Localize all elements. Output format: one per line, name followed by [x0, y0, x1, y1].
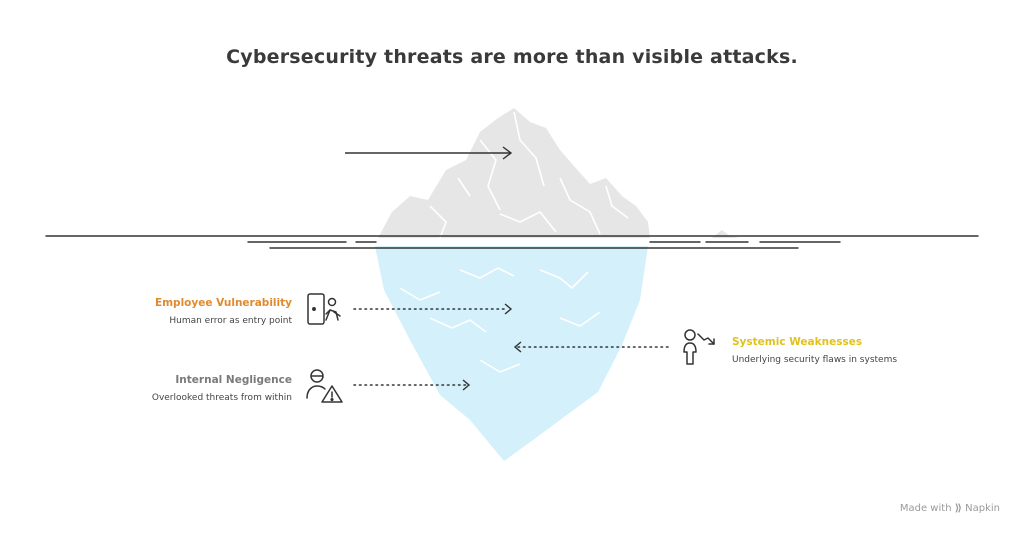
iceberg-above-water: [378, 108, 650, 238]
person-trend-down-icon: [683, 329, 715, 365]
internal-negligence-label: Internal Negligence: [175, 374, 292, 386]
napkin-logo-icon: ⟫: [954, 503, 962, 514]
person-door-icon: [307, 293, 341, 325]
internal-negligence-description: Overlooked threats from within: [151, 393, 292, 403]
iceberg-underwater: [375, 246, 648, 461]
employee-vulnerability-label: Employee Vulnerability: [154, 297, 292, 309]
waterline: [45, 235, 979, 249]
made-with-napkin: Made with ⟫ Napkin: [900, 503, 1000, 514]
employee-vulnerability-description: Human error as entry point: [169, 316, 292, 326]
page-title: Cybersecurity threats are more than visi…: [226, 46, 798, 68]
systemic-weaknesses-label: Systemic Weaknesses: [732, 336, 863, 348]
person-warning-icon: [306, 369, 343, 403]
visible-attack-arrow: [345, 146, 513, 160]
made-with-text: Made with: [899, 503, 952, 514]
napkin-brand: Napkin: [965, 503, 1000, 514]
ice-cracks: [399, 267, 601, 373]
systemic-weaknesses-description: Underlying security flaws in systems: [732, 355, 898, 365]
